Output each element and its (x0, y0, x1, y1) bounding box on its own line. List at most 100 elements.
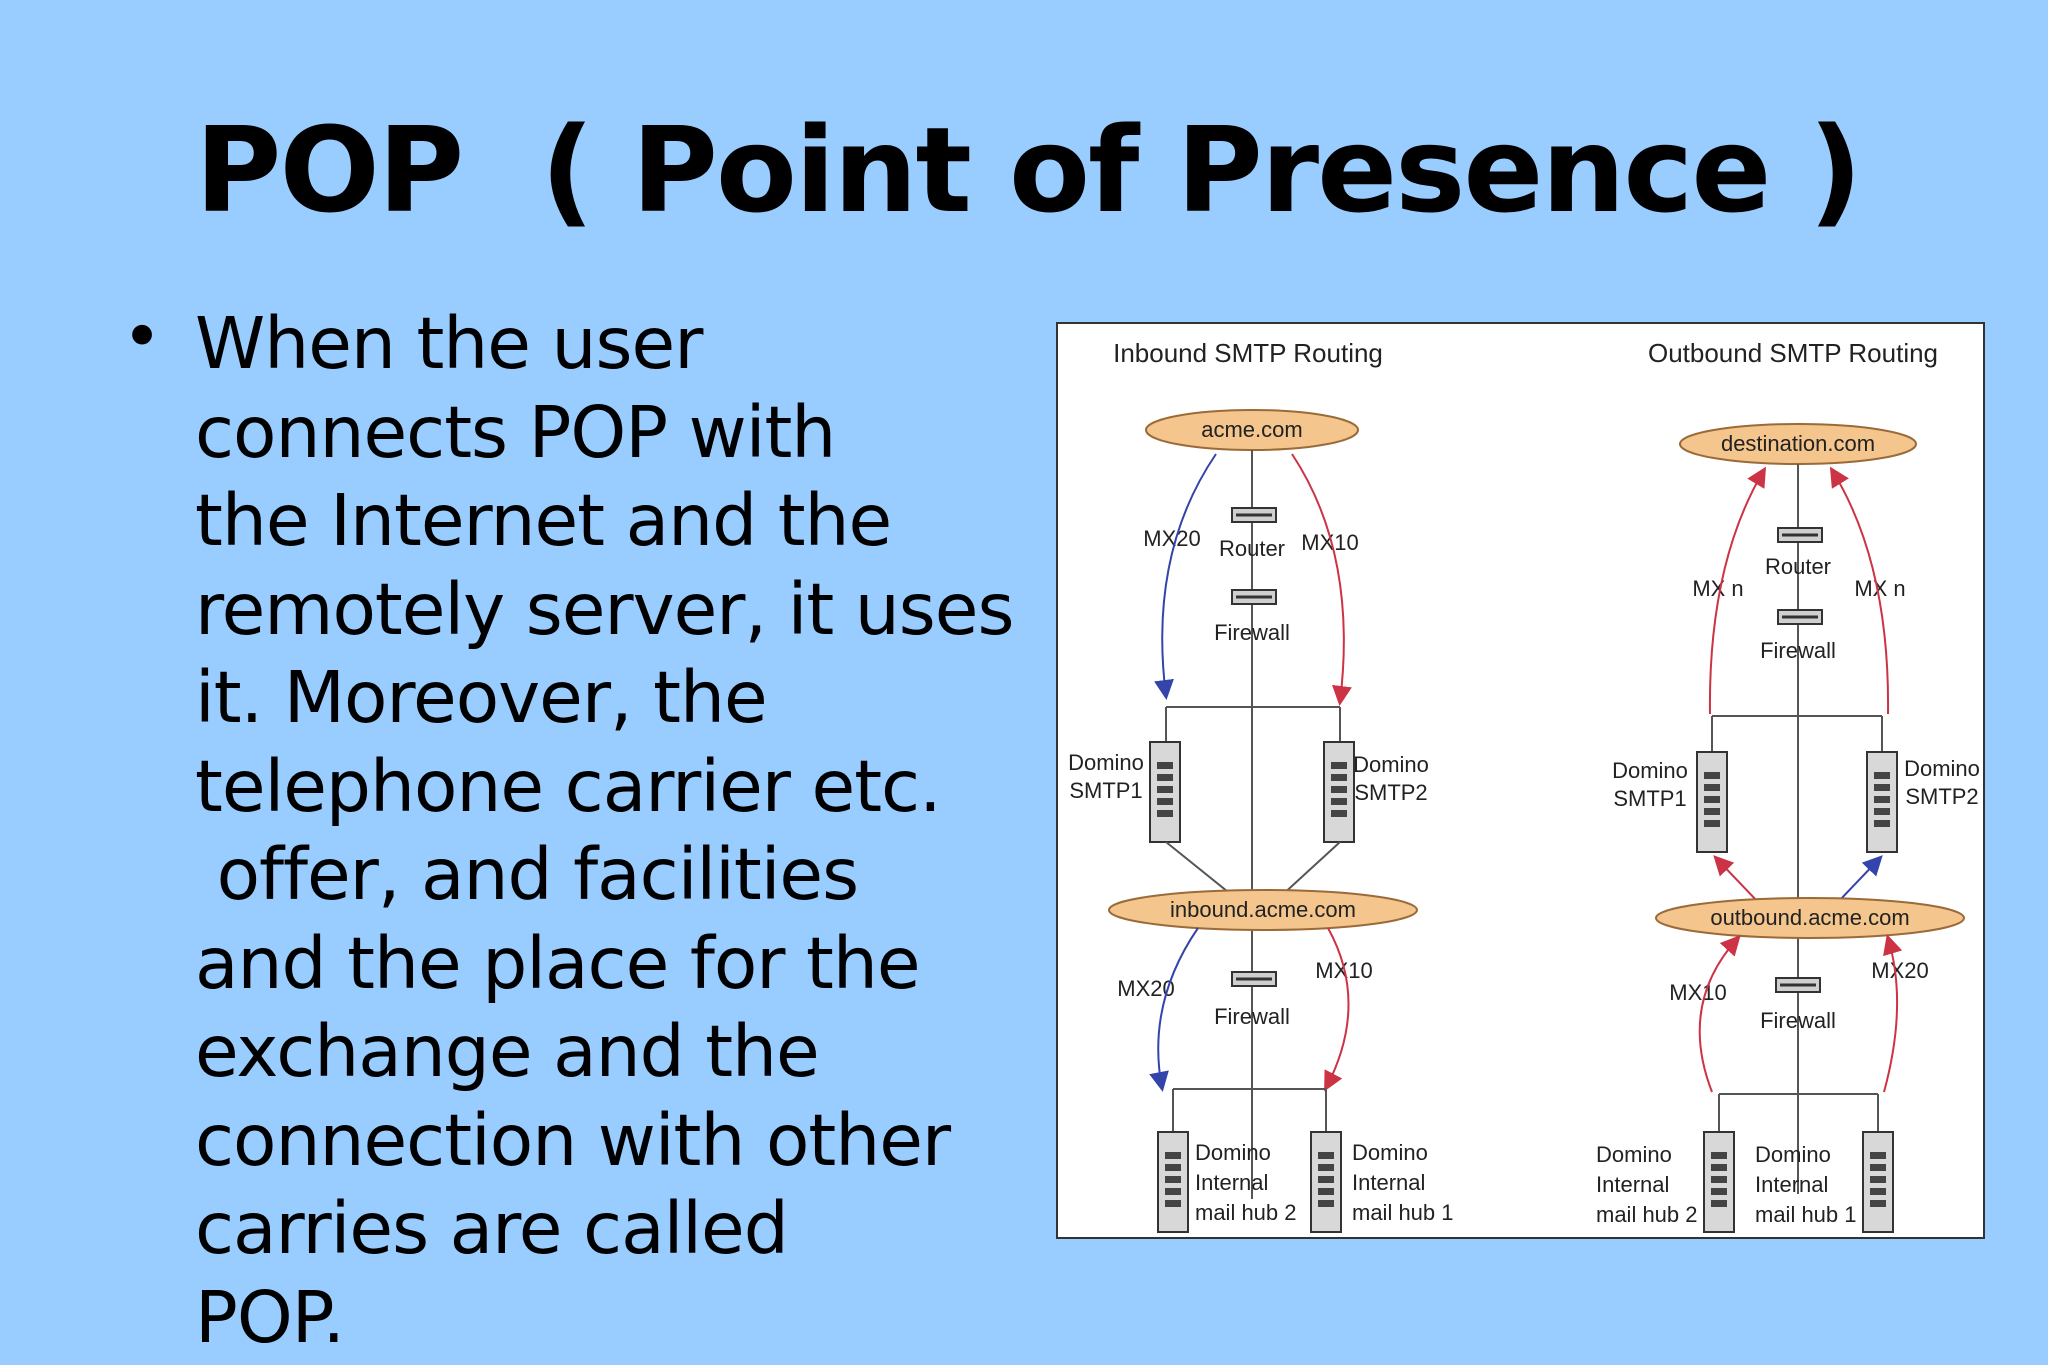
slide-title: POP ( Point of Presence ) (195, 101, 1862, 239)
inbound-mx10-arrow (1291, 453, 1352, 706)
outbound-mxn-right-arrow (1829, 466, 1890, 715)
outbound-hub2-server-slot (1711, 1188, 1727, 1195)
inbound-heading: Inbound SMTP Routing (1113, 338, 1383, 368)
outbound-to-smtp1-arrow (1713, 855, 1759, 903)
inbound-hub2-label: Domino (1195, 1140, 1271, 1165)
outbound-hub2-server-slot (1711, 1200, 1727, 1207)
outbound-hub1-server-slot (1870, 1164, 1886, 1171)
inbound-firewall-label: Firewall (1214, 620, 1290, 645)
inbound-smtp1-label: Domino (1068, 750, 1144, 775)
inbound-hub1-server-slot (1318, 1200, 1334, 1207)
inbound-hub1-label: Internal (1352, 1170, 1425, 1195)
outbound-hub1-label: Internal (1755, 1172, 1828, 1197)
inbound-hub1-server-slot (1318, 1188, 1334, 1195)
inbound-smtp2-label: Domino (1353, 752, 1429, 777)
inbound-hub2-server-slot (1165, 1188, 1181, 1195)
outbound-hub1-label: mail hub 1 (1755, 1202, 1857, 1227)
bullet-line: When the user (195, 302, 703, 385)
outbound-mx-right: MX n (1854, 576, 1905, 601)
outbound-smtp1-label: SMTP1 (1613, 786, 1686, 811)
inbound-hub2-server-slot (1165, 1164, 1181, 1171)
bullet-line: connects POP with (195, 390, 836, 474)
bullet-line: carries are called (195, 1187, 789, 1270)
outbound-to-smtp2-arrow (1837, 855, 1883, 903)
outbound-low-mx10-arrow (1698, 935, 1741, 1093)
inbound-hub2-server-slot (1165, 1176, 1181, 1183)
inbound-hub1-server-slot (1318, 1176, 1334, 1183)
outbound-mid-cloud (1655, 897, 1965, 939)
outbound-firewall2-label: Firewall (1760, 1008, 1836, 1033)
bullet-line: POP. (195, 1275, 345, 1359)
outbound-firewall-label: Firewall (1760, 638, 1836, 663)
inbound-hub2-server-slot (1165, 1200, 1181, 1207)
inbound-smtp1-server-slot (1157, 762, 1173, 769)
bullet-paragraph: When the user connects POP with the Inte… (195, 300, 1035, 1362)
inbound-mx20-arrow (1154, 453, 1217, 700)
outbound-mx-left-low: MX10 (1669, 980, 1726, 1005)
outbound-hub1-server-slot (1870, 1152, 1886, 1159)
outbound-hub2-label: mail hub 2 (1596, 1202, 1698, 1227)
outbound-smtp2-server-slot (1874, 820, 1890, 827)
inbound-smtp1-server-slot (1157, 798, 1173, 805)
inbound-hub2-label: Internal (1195, 1170, 1268, 1195)
outbound-smtp2-label: Domino (1904, 756, 1980, 781)
inbound-hub1-label: mail hub 1 (1352, 1200, 1454, 1225)
inbound-smtp2-server-slot (1331, 774, 1347, 781)
inbound-router-label: Router (1219, 536, 1285, 561)
inbound-mid-cloud (1108, 889, 1418, 931)
inbound-smtp2-server-slot (1331, 786, 1347, 793)
inbound-smtp1-server-slot (1157, 774, 1173, 781)
inbound-smtp2-server-slot (1331, 762, 1347, 769)
outbound-smtp2-server-slot (1874, 784, 1890, 791)
outbound-mxn-left-arrow (1708, 466, 1767, 715)
outbound-hub2-label: Internal (1596, 1172, 1669, 1197)
inbound-smtp2-server-slot (1331, 798, 1347, 805)
outbound-smtp2-server-slot (1874, 796, 1890, 803)
bullet-line: remotely server, it uses (195, 567, 1014, 651)
inbound-smtp1-server-slot (1157, 786, 1173, 793)
bullet-line: it. Moreover, the (195, 656, 768, 739)
inbound-smtp1-label: SMTP1 (1069, 778, 1142, 803)
outbound-heading: Outbound SMTP Routing (1648, 338, 1938, 368)
inbound-acme-cloud-label: acme.com (1201, 417, 1302, 442)
inbound-hub1-server-slot (1318, 1152, 1334, 1159)
inbound-smtp2-server-slot (1331, 810, 1347, 817)
inbound-low-mx10-arrow (1324, 927, 1350, 1092)
outbound-smtp1-server-slot (1704, 772, 1720, 779)
bullet-line: offer, and facilities (195, 833, 860, 916)
inbound-hub1-label: Domino (1352, 1140, 1428, 1165)
inbound-hub2-server-slot (1165, 1152, 1181, 1159)
outbound-router-label: Router (1765, 554, 1831, 579)
outbound-mx-right-low: MX20 (1871, 958, 1928, 983)
outbound-hub1-server-slot (1870, 1188, 1886, 1195)
outbound-smtp2-label: SMTP2 (1905, 784, 1978, 809)
inbound-smtp2-label: SMTP2 (1354, 780, 1427, 805)
bullet-line: telephone carrier etc. (195, 744, 942, 828)
inbound-hub1-server-slot (1318, 1164, 1334, 1171)
inbound-low-mx20-arrow (1149, 927, 1199, 1092)
outbound-hub2-server-slot (1711, 1164, 1727, 1171)
outbound-smtp1-server-slot (1704, 820, 1720, 827)
inbound-firewall2-label: Firewall (1214, 1004, 1290, 1029)
inbound-hub2-label: mail hub 2 (1195, 1200, 1297, 1225)
outbound-destination-cloud-label: destination.com (1721, 431, 1875, 456)
bullet-line: the Internet and the (195, 479, 892, 562)
outbound-hub2-label: Domino (1596, 1142, 1672, 1167)
inbound-smtp1-server-slot (1157, 810, 1173, 817)
outbound-smtp1-label: Domino (1612, 758, 1688, 783)
outbound-smtp2-server-slot (1874, 772, 1890, 779)
bullet-marker: • (122, 298, 163, 377)
outbound-smtp1-server-slot (1704, 784, 1720, 791)
outbound-hub1-label: Domino (1755, 1142, 1831, 1167)
inbound-mx-left: MX20 (1143, 526, 1200, 551)
outbound-smtp1-server-slot (1704, 796, 1720, 803)
outbound-smtp2-server-slot (1874, 808, 1890, 815)
bullet-line: and the place for the (195, 921, 921, 1005)
inbound-mid-cloud-label: inbound.acme.com (1170, 897, 1356, 922)
outbound-hub2-server-slot (1711, 1176, 1727, 1183)
outbound-mid-cloud-label: outbound.acme.com (1710, 905, 1909, 930)
outbound-hub1-server-slot (1870, 1176, 1886, 1183)
outbound-hub1-server-slot (1870, 1200, 1886, 1207)
bullet-line: exchange and the (195, 1010, 820, 1093)
